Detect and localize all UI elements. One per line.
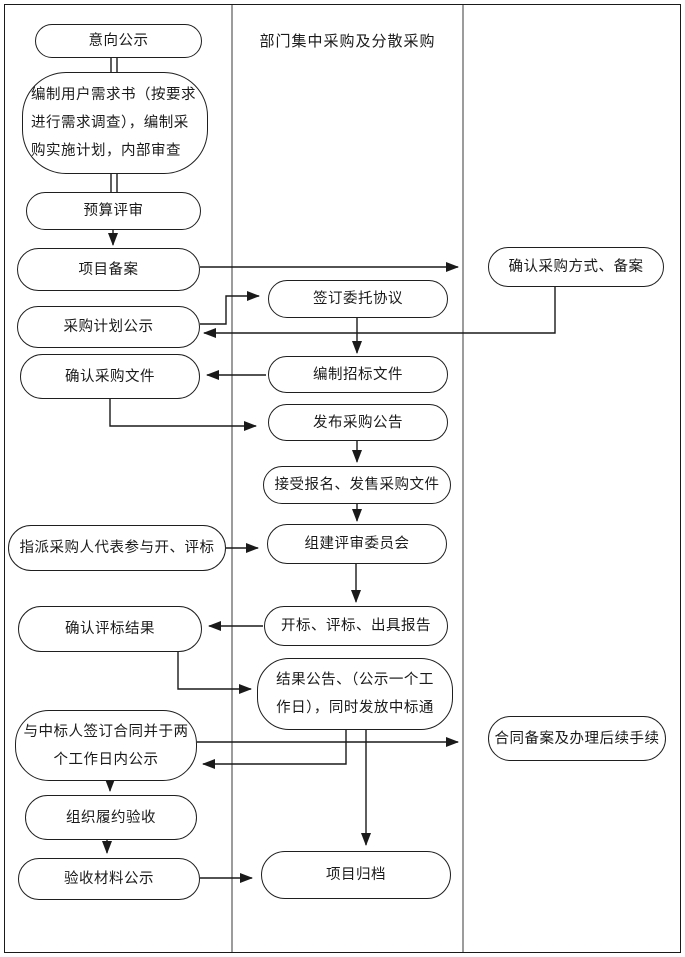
node-confirm-evaluation-result: 确认评标结果 (18, 606, 202, 652)
node-publish-announcement: 发布采购公告 (268, 404, 448, 441)
node-form-committee: 组建评审委员会 (267, 524, 447, 564)
node-label-intent-publicity: 意向公示 (88, 33, 149, 49)
edge-confirm-docs-to-announcement (109, 399, 257, 431)
node-label-publish-announcement: 发布采购公告 (313, 414, 403, 431)
node-label-result-announcement: 结果公告、（公示一个工作日），同时发放中标通 (276, 672, 434, 716)
node-bid-opening-evaluation: 开标、评标、出具报告 (264, 606, 448, 646)
node-demand-preparation: 编制用户需求书（按要求进行需求调查），编制采购实施计划，内部审查 (22, 72, 208, 174)
column-header-title: 部门集中采购及分散采购 (259, 34, 436, 50)
node-label-contract-filing: 合同备案及办理后续手续 (494, 730, 660, 747)
node-label-sign-entrustment-agreement: 签订委托协议 (313, 291, 403, 307)
node-confirm-procurement-docs: 确认采购文件 (20, 354, 200, 399)
edge-confirm-result-to-result-announcement (177, 652, 252, 694)
node-sign-contract: 与中标人签订合同并于两个工作日内公示 (15, 710, 197, 781)
node-label-project-filing: 项目备案 (78, 261, 139, 278)
node-contract-filing: 合同备案及办理后续手续 (488, 716, 666, 761)
node-label-acceptance-materials-publicity: 验收材料公示 (64, 871, 154, 887)
node-label-form-committee: 组建评审委员会 (304, 536, 410, 552)
edge-confirm-method-to-plan-publicity (203, 287, 556, 338)
node-plan-publicity: 采购计划公示 (17, 306, 200, 348)
node-label-organize-acceptance: 组织履约验收 (66, 809, 156, 826)
node-result-announcement: 结果公告、（公示一个工作日），同时发放中标通 (257, 658, 453, 730)
node-confirm-method-filing: 确认采购方式、备案 (488, 247, 664, 287)
node-label-project-archive: 项目归档 (326, 867, 386, 883)
node-label-appoint-representative: 指派采购人代表参与开、评标 (19, 540, 215, 556)
node-intent-publicity: 意向公示 (35, 24, 202, 58)
node-project-archive: 项目归档 (261, 851, 451, 899)
node-label-demand-preparation: 编制用户需求书（按要求进行需求调查），编制采购实施计划，内部审查 (31, 87, 196, 159)
node-organize-acceptance: 组织履约验收 (25, 795, 197, 840)
node-label-confirm-method-filing: 确认采购方式、备案 (508, 259, 644, 275)
node-sign-entrustment-agreement: 签订委托协议 (268, 280, 448, 318)
node-project-filing: 项目备案 (17, 248, 200, 291)
node-label-budget-review: 预算评审 (83, 203, 144, 219)
node-accept-registration: 接受报名、发售采购文件 (263, 466, 451, 504)
node-appoint-representative: 指派采购人代表参与开、评标 (8, 525, 226, 571)
node-prepare-bidding-docs: 编制招标文件 (268, 356, 448, 393)
node-label-confirm-procurement-docs: 确认采购文件 (65, 368, 155, 385)
node-label-plan-publicity: 采购计划公示 (63, 319, 154, 335)
node-label-bid-opening-evaluation: 开标、评标、出具报告 (281, 618, 431, 634)
node-budget-review: 预算评审 (26, 192, 201, 230)
node-label-confirm-evaluation-result: 确认评标结果 (65, 621, 155, 637)
node-acceptance-materials-publicity: 验收材料公示 (18, 858, 200, 900)
node-label-accept-registration: 接受报名、发售采购文件 (274, 477, 440, 493)
edge-plan-publicity-to-agreement (200, 291, 260, 325)
node-label-sign-contract: 与中标人签订合同并于两个工作日内公示 (23, 723, 189, 768)
node-label-prepare-bidding-docs: 编制招标文件 (313, 366, 403, 383)
